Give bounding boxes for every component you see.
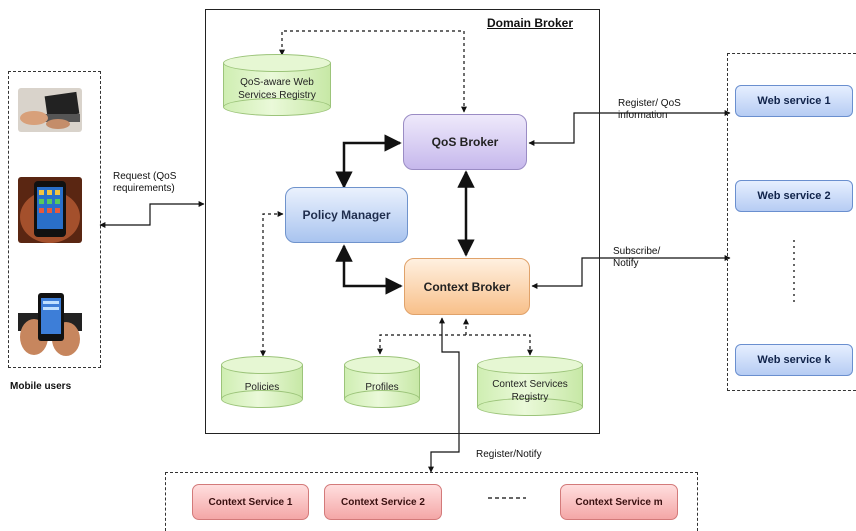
qos-registry-repository: QoS-aware Web Services Registry <box>223 54 331 116</box>
laptop-user-icon <box>18 88 82 132</box>
smartphone-icon <box>18 177 82 243</box>
policies-repository: Policies <box>221 356 303 408</box>
register-qos-label: Register/ QoS information <box>618 98 681 121</box>
context-service-m: Context Service m <box>560 484 678 520</box>
profiles-label: Profiles <box>365 381 399 393</box>
context-broker: Context Broker <box>404 258 530 315</box>
link-request <box>99 201 205 228</box>
web-service-k: Web service k <box>735 344 853 376</box>
request-label: Request (QoS requirements) <box>113 171 177 194</box>
link-register-qos <box>528 110 731 146</box>
qos-broker: QoS Broker <box>403 114 527 170</box>
domain-broker-title: Domain Broker <box>487 16 574 30</box>
context-registry-label: Context Services Registry <box>492 379 568 403</box>
policy-manager: Policy Manager <box>285 187 408 243</box>
link-policy-policies <box>260 211 284 357</box>
link-policy-qos <box>335 134 402 189</box>
context-service-1: Context Service 1 <box>192 484 309 520</box>
web-service-1: Web service 1 <box>735 85 853 117</box>
context-registry-repository: Context Services Registry <box>477 356 583 416</box>
subscribe-notify-label: Subscribe/ Notify <box>613 246 661 269</box>
qos-registry-label: QoS-aware Web Services Registry <box>238 76 316 101</box>
register-notify-label: Register/Notify <box>476 449 542 460</box>
policies-label: Policies <box>244 381 280 393</box>
mobile-users-label: Mobile users <box>10 381 72 392</box>
mobile-users-frame <box>8 71 101 368</box>
domain-broker-frame <box>205 9 600 434</box>
touchscreen-phone-icon <box>18 291 82 357</box>
link-register-notify <box>428 317 460 473</box>
context-service-2: Context Service 2 <box>324 484 442 520</box>
profiles-repository: Profiles <box>344 356 420 408</box>
context-services-frame <box>165 472 698 531</box>
web-services-frame <box>727 53 856 391</box>
web-service-2: Web service 2 <box>735 180 853 212</box>
link-subscribe-notify <box>531 255 731 289</box>
link-policy-context <box>335 244 403 295</box>
